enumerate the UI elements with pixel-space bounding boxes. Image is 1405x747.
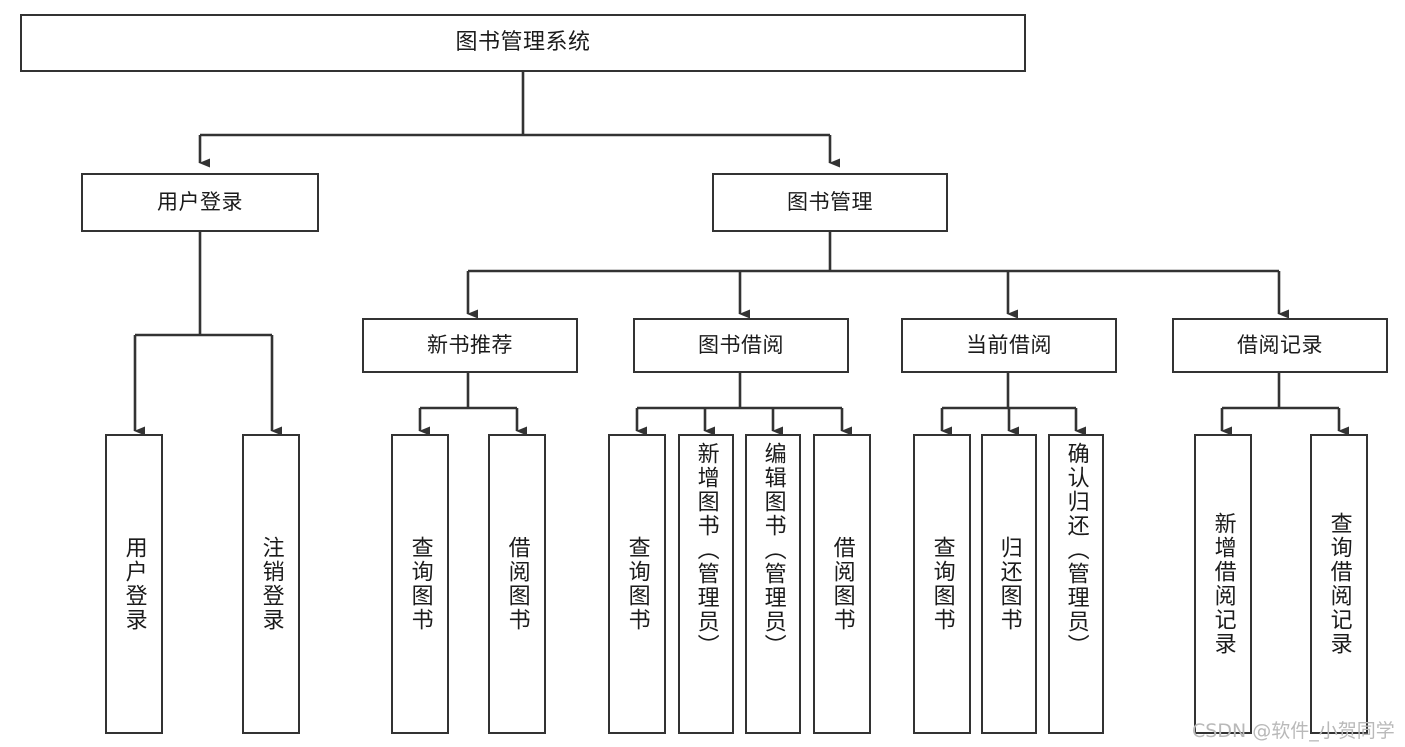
node-label: 新增图书（管理员） [693,442,719,658]
node-label: 用户登录 [121,536,147,632]
node-label: 借阅记录 [1237,333,1323,358]
node-book-borrow[interactable]: 图书借阅 [633,318,849,373]
node-label: 确认归还（管理员） [1063,442,1089,658]
node-label: 新增借阅记录 [1210,512,1236,656]
node-leaf-user-login[interactable]: 用户登录 [105,434,163,734]
node-label: 图书管理 [787,190,873,215]
node-label: 新书推荐 [427,333,513,358]
node-leaf-borrow-book-recommend[interactable]: 借阅图书 [488,434,546,734]
node-leaf-edit-book[interactable]: 编辑图书（管理员） [745,434,801,734]
node-leaf-logout[interactable]: 注销登录 [242,434,300,734]
node-user-login[interactable]: 用户登录 [81,173,319,232]
node-new-book-recommend[interactable]: 新书推荐 [362,318,578,373]
node-label: 注销登录 [258,536,284,632]
node-label: 当前借阅 [966,333,1052,358]
node-leaf-query-book-recommend[interactable]: 查询图书 [391,434,449,734]
node-label: 查询借阅记录 [1326,512,1352,656]
node-label: 查询图书 [624,536,650,632]
node-leaf-query-book-borrow[interactable]: 查询图书 [608,434,666,734]
node-leaf-query-borrow-record[interactable]: 查询借阅记录 [1310,434,1368,734]
node-label: 借阅图书 [829,536,855,632]
node-label: 查询图书 [929,536,955,632]
node-root-system[interactable]: 图书管理系统 [20,14,1026,72]
node-label: 借阅图书 [504,536,530,632]
csdn-watermark: CSDN @软件_小贺同学 [1192,720,1395,742]
node-label: 查询图书 [407,536,433,632]
node-label: 图书借阅 [698,333,784,358]
node-borrow-records[interactable]: 借阅记录 [1172,318,1388,373]
node-label: 图书管理系统 [455,30,591,56]
node-leaf-return-book[interactable]: 归还图书 [981,434,1037,734]
node-leaf-borrow-book[interactable]: 借阅图书 [813,434,871,734]
node-leaf-add-book[interactable]: 新增图书（管理员） [678,434,734,734]
node-current-borrow[interactable]: 当前借阅 [901,318,1117,373]
node-book-management[interactable]: 图书管理 [712,173,948,232]
node-label: 编辑图书（管理员） [760,442,786,658]
node-label: 归还图书 [996,536,1022,632]
node-leaf-add-borrow-record[interactable]: 新增借阅记录 [1194,434,1252,734]
node-label: 用户登录 [157,190,243,215]
node-leaf-query-book-current[interactable]: 查询图书 [913,434,971,734]
node-leaf-confirm-return[interactable]: 确认归还（管理员） [1048,434,1104,734]
